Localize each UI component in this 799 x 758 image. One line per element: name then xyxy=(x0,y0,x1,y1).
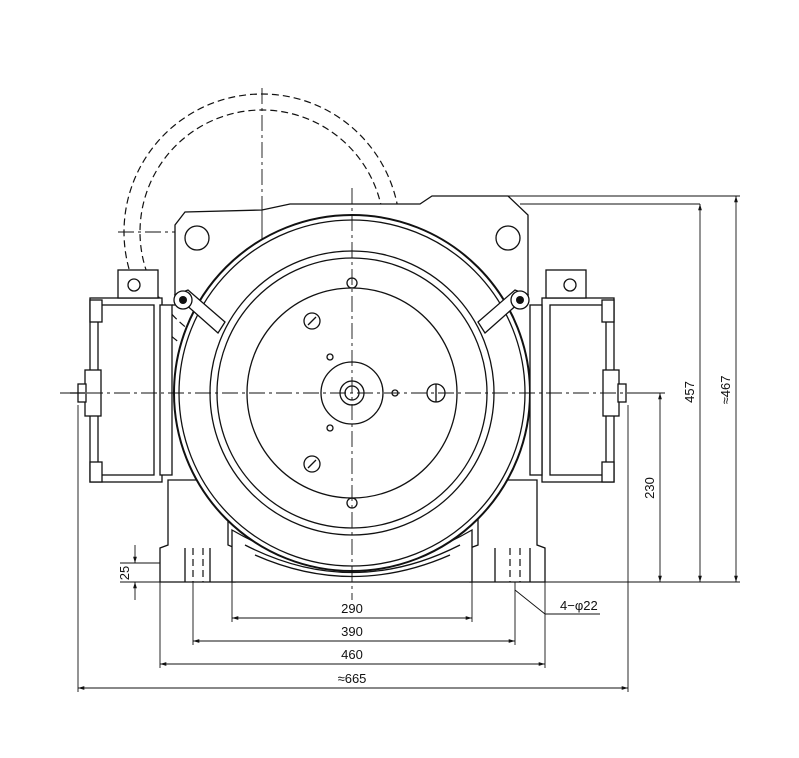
dim-230: 230 xyxy=(642,477,657,499)
dim-467: ≈467 xyxy=(718,376,733,405)
dim-390: 390 xyxy=(341,624,363,639)
right-brake-unit xyxy=(529,269,627,483)
dim-25: 25 xyxy=(117,566,132,580)
lift-hole-right xyxy=(495,225,521,251)
center-lines xyxy=(60,188,665,600)
dim-290: 290 xyxy=(341,601,363,616)
dim-457: 457 xyxy=(682,381,697,403)
dimension-lines xyxy=(77,195,740,692)
dim-holes: 4−φ22 xyxy=(560,598,598,613)
lift-hole-left xyxy=(184,225,210,251)
right-brake-switch xyxy=(545,269,587,299)
dim-665: ≈665 xyxy=(338,671,367,686)
left-brake-switch xyxy=(117,269,159,299)
dim-460: 460 xyxy=(341,647,363,662)
dimension-labels: 290 390 460 ≈665 4−φ22 457 ≈467 230 25 xyxy=(117,376,733,686)
left-brake-unit xyxy=(70,269,175,483)
brake-arms xyxy=(173,289,530,334)
